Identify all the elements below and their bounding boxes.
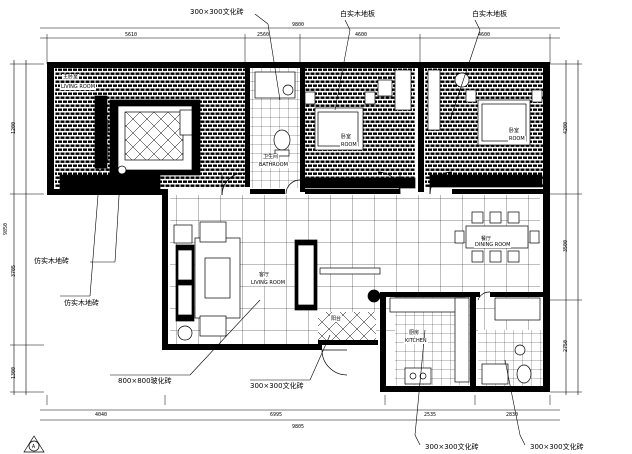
room-label-living-en: LIVING ROOM (250, 280, 287, 286)
dim-top-total: 9800 (292, 22, 305, 28)
dim-bottom-total: 9805 (292, 424, 305, 430)
dim-bottom-3: 2535 (424, 412, 437, 418)
walls (47, 62, 550, 392)
dim-bottom-2: 6995 (270, 412, 283, 418)
dim-top-3: 4600 (355, 32, 368, 38)
room-label-bed2-en: ROOM (340, 142, 358, 148)
room-label-bed2: 卧室 (340, 134, 353, 140)
room-label-balcony: 阳台 (330, 316, 343, 322)
dim-bottom-1: 4040 (95, 412, 108, 418)
dim-right-1: 4200 (563, 121, 570, 135)
dim-left-total: 9850 (3, 222, 10, 236)
callout-tile-300-mid: 300×300文化砖 (250, 382, 304, 390)
room-label-kitchen-en: KITCHEN (404, 338, 428, 344)
room-label-living: 客厅 (258, 272, 271, 278)
dimension-lines (10, 27, 582, 421)
leader-lines (60, 13, 526, 446)
callout-tile-300-bath: 300×300文化砖 (530, 443, 584, 451)
master-bed (59, 95, 201, 190)
north-label: A (32, 444, 36, 450)
dim-right-2: 3500 (563, 239, 570, 253)
room-label-dining: 餐厅 (480, 236, 493, 242)
room-label-bath-en: BATHROOM (258, 162, 289, 168)
dim-top-1: 5610 (125, 32, 138, 38)
bathroom-fixtures (254, 71, 296, 157)
room-label-bed3-en: ROOM (508, 136, 526, 142)
dim-bottom-4: 2830 (506, 412, 519, 418)
room-label-master: 主卧室 (62, 74, 80, 80)
callout-floor-wood-left2: 仿实木地砖 (64, 299, 99, 307)
dim-left-2: 3705 (11, 264, 18, 278)
dim-left-3: 1300 (11, 366, 18, 380)
bathroom2-fixtures (481, 344, 532, 385)
bedroom2-furniture (304, 69, 416, 189)
room-label-dining-en: DINING ROOM (474, 242, 512, 248)
callout-floor-wood-1: 白实木地板 (340, 10, 375, 18)
bedroom3-furniture (427, 69, 543, 188)
callout-floor-wood-left: 仿实木地砖 (34, 257, 69, 265)
callout-tile-300-top: 300×300文化砖 (190, 8, 244, 16)
dim-left-1: 1200 (11, 121, 18, 135)
callout-floor-wood-2: 白实木地板 (472, 10, 507, 18)
living-furniture (173, 221, 381, 341)
room-label-master-en: LIVING ROOM (60, 84, 97, 90)
callout-tile-300-kitchen: 300×300文化砖 (425, 443, 479, 451)
room-label-bath: 卫生间 (262, 154, 280, 160)
room-label-bed3: 卧室 (508, 128, 521, 134)
dim-top-2: 2560 (257, 32, 270, 38)
dim-right-3: 2750 (563, 339, 570, 353)
room-label-kitchen: 厨房 (408, 330, 421, 336)
kitchen-fixtures (367, 289, 470, 385)
callout-tile-800: 800×800玻化砖 (118, 377, 172, 385)
north-arrow (23, 435, 45, 453)
dim-top-4: 4600 (478, 32, 491, 38)
